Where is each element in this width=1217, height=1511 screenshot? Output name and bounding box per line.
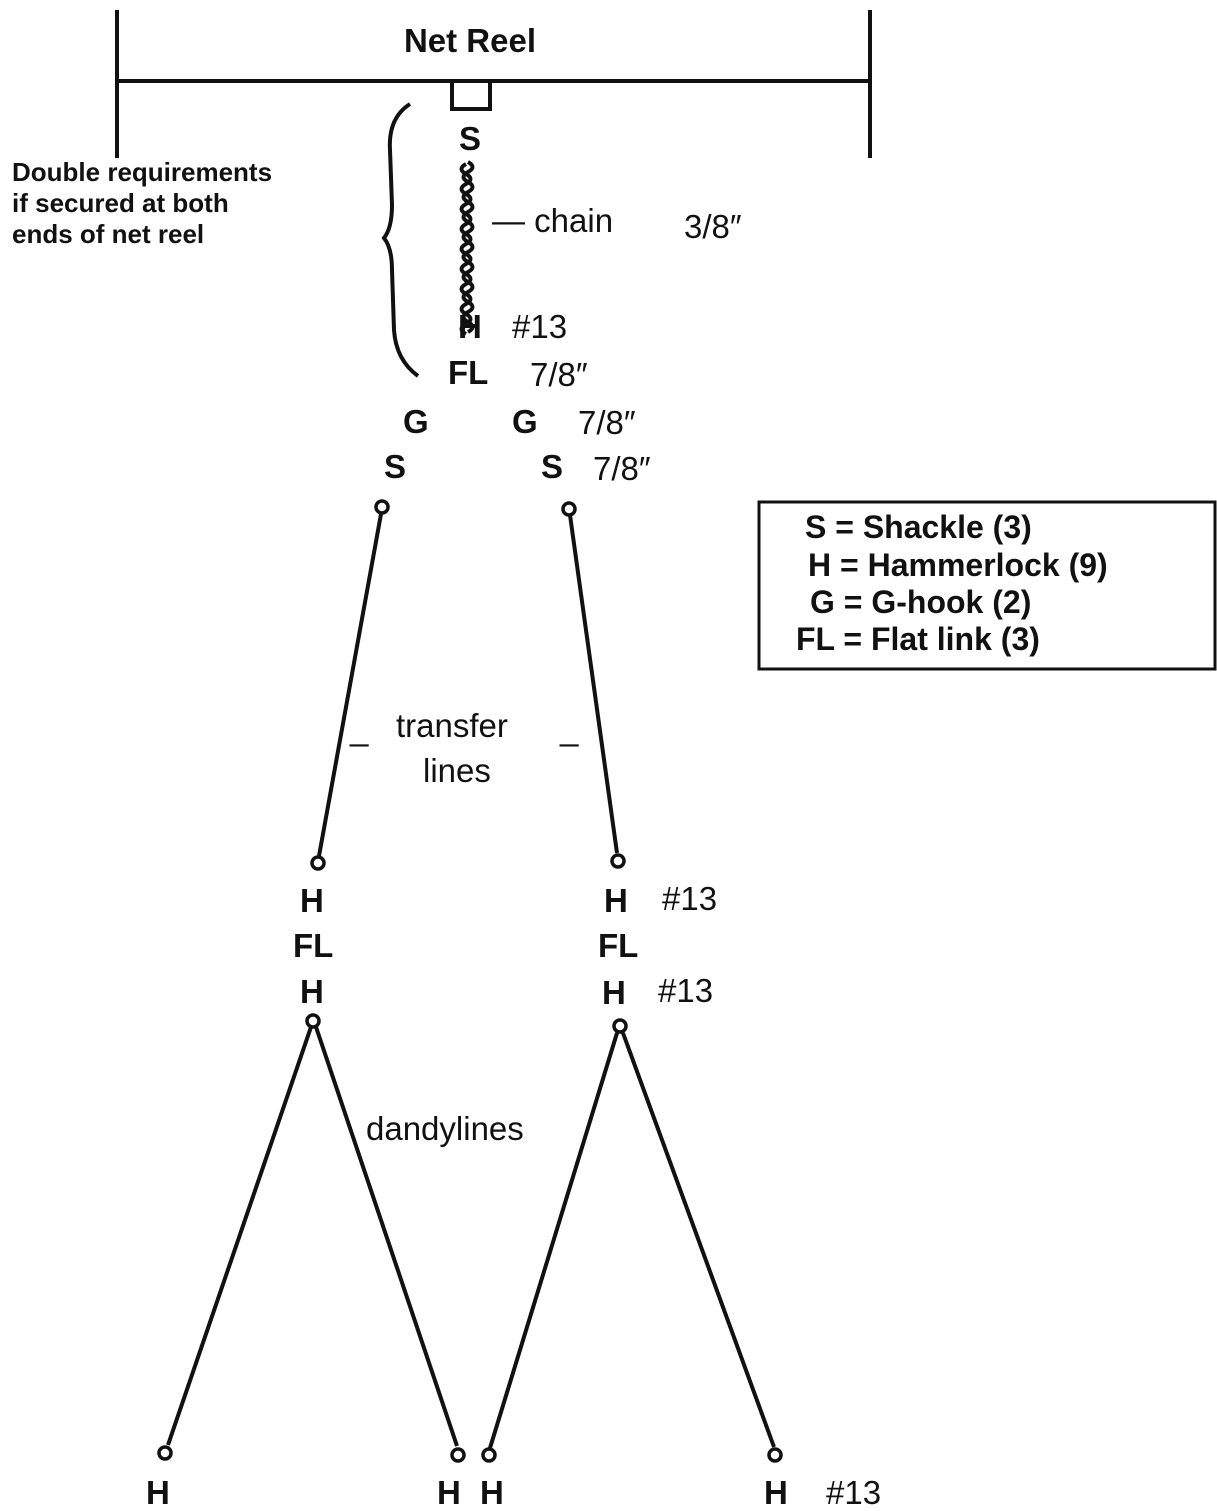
- mid-hammerlock-number: #13: [662, 880, 717, 917]
- top-assembly: S — chain 3/8″ H #13 FL 7/8″: [448, 120, 742, 393]
- top-flat-link-label: FL: [448, 354, 488, 391]
- bottom-hammerlock-number: #13: [826, 1474, 881, 1511]
- dandylines: dandylines: [157, 1013, 783, 1463]
- shackle-size: 7/8″: [593, 450, 651, 487]
- bottom-hammerlock-4: H: [764, 1474, 788, 1511]
- bottom-hammerlock-3: H: [480, 1474, 504, 1511]
- transfer-line-right: [568, 514, 619, 854]
- dandylines-label: dandylines: [366, 1110, 524, 1147]
- shackle-right: S: [541, 448, 563, 485]
- mid-hammerlock-left: H: [300, 882, 324, 919]
- dandy-end-ring-3-icon: [481, 1447, 497, 1463]
- bottom-hammerlock-2: H: [437, 1474, 461, 1511]
- net-reel: Net Reel: [115, 10, 872, 158]
- top-flat-link-size: 7/8″: [530, 356, 588, 393]
- dandy-end-ring-4-icon: [767, 1447, 783, 1463]
- top-hammerlock-label: H: [458, 308, 482, 345]
- dandyline-2: [314, 1026, 459, 1447]
- dandy-end-ring-2-icon: [450, 1447, 466, 1463]
- top-hammerlock-number: #13: [512, 308, 567, 345]
- transfer-right-top-ring-icon: [561, 501, 577, 517]
- chain-label: — chain: [492, 202, 613, 239]
- note-line-3: ends of net reel: [12, 219, 204, 249]
- transfer-dash-left: _: [349, 710, 369, 747]
- note-line-1: Double requirements: [12, 157, 272, 187]
- double-requirements-note: Double requirements if secured at both e…: [12, 102, 420, 378]
- dandy-right-apex-ring-icon: [612, 1018, 628, 1034]
- dandy-left-apex-ring-icon: [305, 1013, 321, 1029]
- mid-flat-link-left: FL: [293, 927, 333, 964]
- legend-shackle: S = Shackle (3): [805, 509, 1032, 545]
- dandyline-4: [621, 1032, 776, 1448]
- chain-size: 3/8″: [684, 208, 742, 245]
- bottom-hammerlock-1: H: [146, 1474, 170, 1511]
- mid-assembly: H H #13 FL FL H H #13: [293, 880, 717, 1011]
- split-assembly: G G 7/8″ S S 7/8″: [384, 403, 651, 487]
- dandyline-3: [488, 1032, 619, 1449]
- lines-word: lines: [423, 752, 491, 789]
- net-reel-title: Net Reel: [404, 22, 536, 59]
- top-shackle-label: S: [459, 120, 481, 157]
- dandyline-1: [166, 1026, 313, 1446]
- transfer-word: transfer: [396, 707, 508, 744]
- g-hook-right: G: [512, 403, 538, 440]
- shackle-left: S: [384, 448, 406, 485]
- mid-flat-link-right: FL: [598, 927, 638, 964]
- lower-hammerlock-number: #13: [658, 972, 713, 1009]
- legend-hammerlock: H = Hammerlock (9): [808, 547, 1108, 583]
- note-line-2: if secured at both: [12, 188, 229, 218]
- mid-hammerlock-right: H: [604, 882, 628, 919]
- chain-icon-strand: [459, 162, 473, 336]
- transfer-line-left: [317, 513, 383, 857]
- transfer-lines: _ transfer _ lines: [310, 499, 626, 871]
- brace: [381, 102, 420, 378]
- legend: S = Shackle (3) H = Hammerlock (9) G = G…: [757, 500, 1217, 671]
- transfer-right-bottom-ring-icon: [610, 853, 626, 869]
- transfer-left-bottom-ring-icon: [310, 855, 326, 871]
- transfer-left-top-ring-icon: [374, 499, 390, 515]
- legend-flat-link: FL = Flat link (3): [796, 621, 1040, 657]
- legend-box: [757, 500, 1217, 671]
- reel-bracket: [450, 81, 492, 111]
- lower-hammerlock-left: H: [300, 973, 324, 1010]
- bottom-hammerlocks: H H H H #13: [146, 1474, 881, 1511]
- dandy-end-ring-1-icon: [157, 1445, 173, 1461]
- legend-g-hook: G = G-hook (2): [810, 584, 1031, 620]
- transfer-dash-right: _: [559, 710, 579, 747]
- g-hook-size: 7/8″: [578, 404, 636, 441]
- lower-hammerlock-right: H: [602, 974, 626, 1011]
- g-hook-left: G: [403, 403, 429, 440]
